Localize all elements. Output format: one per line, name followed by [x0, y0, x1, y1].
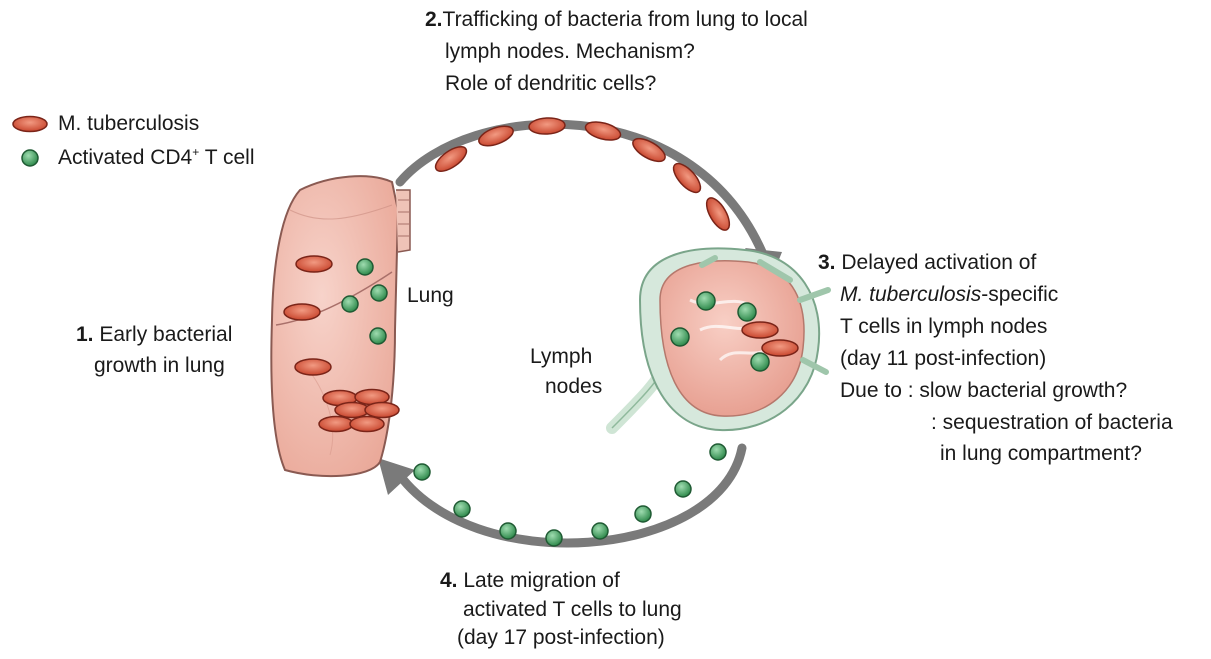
tcell — [546, 530, 562, 546]
arrow-lymph-to-lung — [396, 448, 742, 543]
lymph-node-illustration — [612, 248, 828, 430]
step2-number: 2. — [425, 8, 443, 31]
step1-number: 1. — [76, 323, 94, 346]
step4-number: 4. — [440, 569, 458, 592]
step4-line3: (day 17 post-infection) — [457, 624, 665, 651]
bacterium — [295, 359, 331, 375]
lung-label: Lung — [407, 282, 454, 309]
tcell — [751, 353, 769, 371]
bacterium — [335, 403, 369, 418]
bacterium — [350, 417, 384, 432]
tcell — [342, 296, 358, 312]
step1-text: 1. Early bacterial — [76, 321, 232, 348]
tcell — [592, 523, 608, 539]
step3-line6: : sequestration of bacteria — [931, 409, 1173, 436]
step2-line2: lymph nodes. Mechanism? — [445, 38, 695, 65]
bacterium — [319, 417, 353, 432]
legend-bacterium-icon — [13, 117, 47, 132]
bacterium — [742, 322, 778, 338]
step2-line3: Role of dendritic cells? — [445, 70, 656, 97]
legend-tcell-icon — [22, 150, 38, 166]
legend-tcell-label: Activated CD4+ T cell — [58, 144, 255, 171]
step4-text: 4. Late migration of — [440, 567, 620, 594]
bacterium — [296, 256, 332, 272]
tcell — [697, 292, 715, 310]
tcell — [675, 481, 691, 497]
bacterium — [762, 340, 798, 356]
tcell — [710, 444, 726, 460]
tcell — [370, 328, 386, 344]
step3-line5: Due to : slow bacterial growth? — [840, 377, 1127, 404]
migrating-tcells — [414, 444, 726, 546]
step3-line7: in lung compartment? — [940, 440, 1142, 467]
step3-text: 3. Delayed activation of — [818, 249, 1036, 276]
tcell — [414, 464, 430, 480]
step3-number: 3. — [818, 251, 836, 274]
tcell — [671, 328, 689, 346]
tcell — [635, 506, 651, 522]
step3-line4: (day 11 post-infection) — [840, 345, 1046, 372]
step4-line2: activated T cells to lung — [463, 596, 682, 623]
bacterium — [284, 304, 320, 320]
tcell — [357, 259, 373, 275]
tcell — [738, 303, 756, 321]
bacterium — [365, 403, 399, 418]
bacterium — [529, 117, 566, 135]
step2-text: 2.Trafficking of bacteria from lung to l… — [425, 6, 808, 33]
tcell — [454, 501, 470, 517]
step3-line3: T cells in lymph nodes — [840, 313, 1047, 340]
tcell — [500, 523, 516, 539]
lymph-label-line2: nodes — [545, 373, 602, 400]
tcell — [371, 285, 387, 301]
step3-line2: M. tuberculosis-specific — [840, 281, 1058, 308]
bacterium — [584, 119, 623, 144]
legend-bacterium-label: M. tuberculosis — [58, 110, 199, 137]
step1-line2: growth in lung — [94, 352, 225, 379]
lymph-label-line1: Lymph — [530, 343, 592, 370]
arrow-lung-to-lymph — [400, 124, 762, 252]
